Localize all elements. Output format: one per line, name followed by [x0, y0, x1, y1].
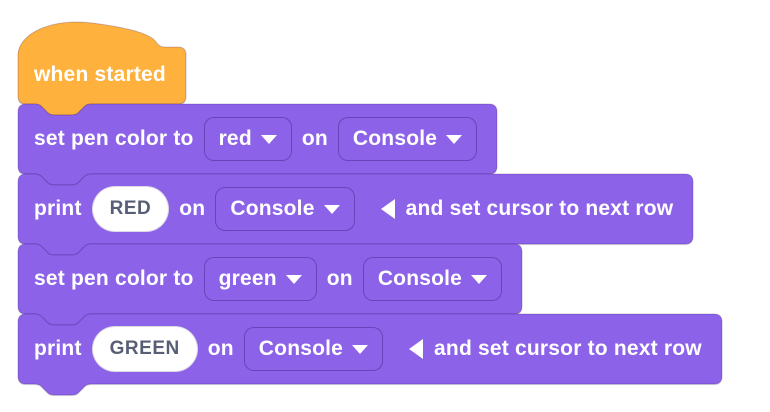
text-input[interactable]: RED	[91, 186, 170, 232]
text-input-value: RED	[109, 198, 152, 219]
dropdown-value: Console	[352, 127, 438, 150]
set-pen-color-green-block[interactable]: set pen color to green on Console	[17, 243, 523, 326]
caret-down-icon	[446, 134, 463, 144]
print-green-block[interactable]: print GREEN on Console and set cursor to nex…	[17, 313, 723, 396]
caret-down-icon	[323, 204, 340, 214]
block-label: print	[34, 337, 82, 360]
caret-down-icon	[285, 274, 302, 284]
block-label: print	[34, 197, 82, 220]
caret-down-icon	[260, 134, 277, 144]
dropdown-value: Console	[230, 197, 315, 220]
dropdown-value: red	[218, 127, 252, 150]
block-content: print RED on Console and set cursor to next …	[18, 174, 693, 244]
block-label: and set cursor to next row	[405, 197, 674, 220]
block-label: and set cursor to next row	[434, 337, 702, 360]
set-pen-color-red-block[interactable]: set pen color to red on Console	[17, 103, 498, 186]
dropdown-red[interactable]: red	[203, 117, 292, 161]
block-content: when started	[18, 20, 186, 104]
block-label: on	[326, 267, 353, 290]
dropdown-value: Console	[377, 267, 463, 290]
block-label: when started	[34, 63, 166, 86]
block-label: on	[207, 337, 234, 360]
print-red-block[interactable]: print RED on Console and set cursor to next …	[17, 173, 694, 256]
block-content: set pen color to red on Console	[18, 104, 497, 174]
block-label: on	[301, 127, 328, 150]
block-label: set pen color to	[34, 127, 194, 150]
caret-down-icon	[471, 274, 488, 284]
collapse-arrow-icon[interactable]	[409, 339, 424, 359]
block-label: on	[179, 197, 206, 220]
text-input[interactable]: GREEN	[91, 326, 198, 372]
dropdown-console[interactable]: Console	[243, 327, 384, 371]
dropdown-green[interactable]: green	[203, 257, 317, 301]
dropdown-console[interactable]: Console	[337, 117, 478, 161]
block-content: set pen color to green on Console	[18, 244, 522, 314]
dropdown-console[interactable]: Console	[215, 187, 355, 231]
block-label: set pen color to	[34, 267, 194, 290]
collapse-arrow-icon[interactable]	[380, 199, 395, 219]
dropdown-value: green	[218, 267, 277, 290]
dropdown-value: Console	[258, 337, 344, 360]
dropdown-console[interactable]: Console	[362, 257, 503, 301]
when-started-block[interactable]: when started	[17, 20, 187, 116]
block-content: print GREEN on Console and set cursor to nex…	[18, 314, 722, 384]
caret-down-icon	[352, 344, 369, 354]
text-input-value: GREEN	[109, 338, 180, 359]
